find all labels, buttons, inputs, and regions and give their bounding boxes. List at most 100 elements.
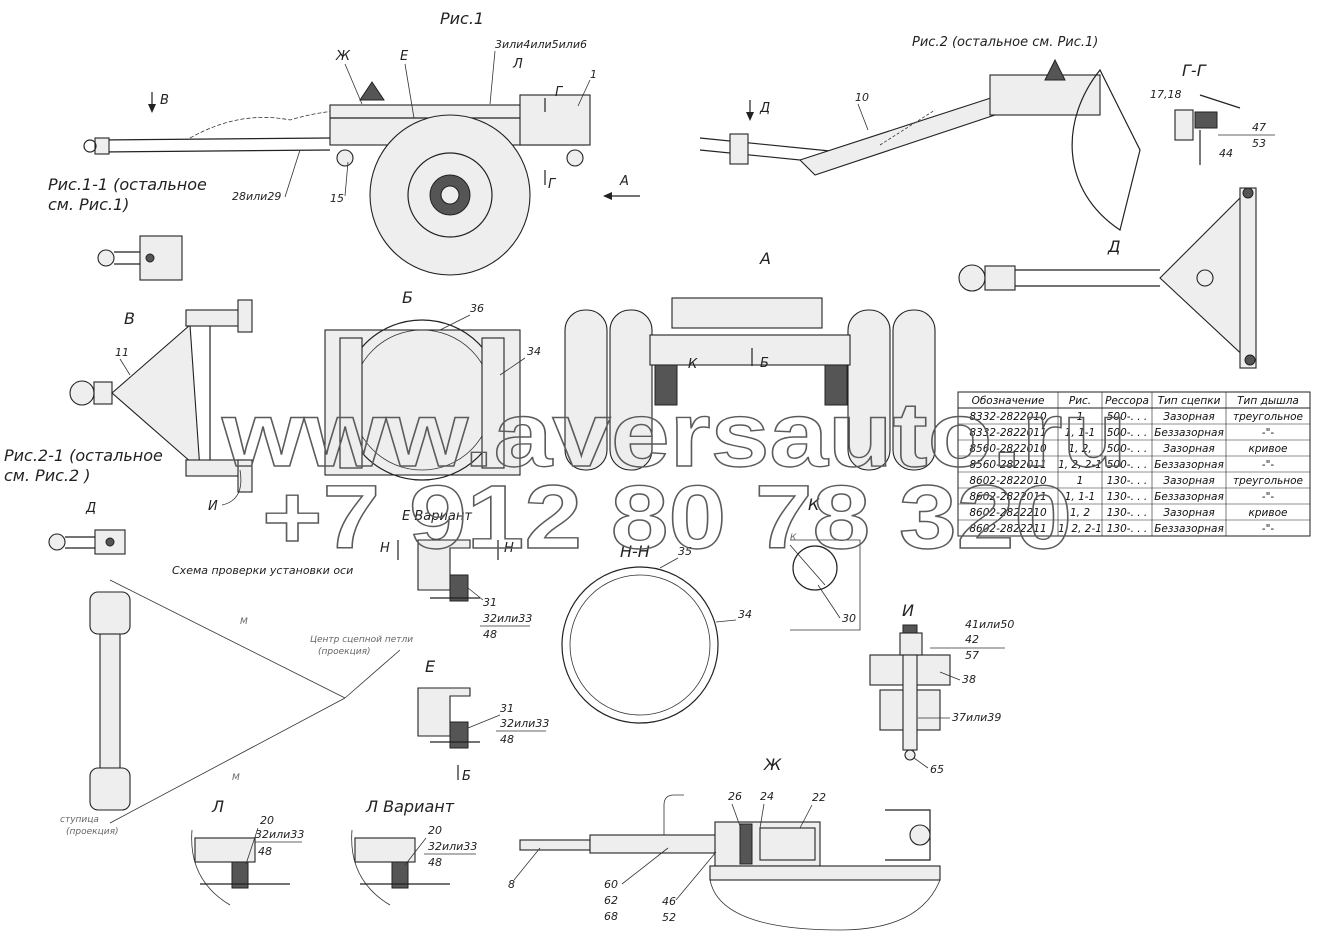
callout-30: 30 [842, 612, 856, 625]
callout-47: 47 [1252, 121, 1266, 134]
section-gg: Г-Г 17,18 47 53 44 [1150, 61, 1275, 165]
callout-22: 22 [812, 791, 826, 804]
marker-g-bot: Г [548, 177, 557, 192]
table-cell: 1, 1-1 [1065, 491, 1096, 503]
table-cell: 1, 2 [1070, 507, 1090, 519]
view-d-right: Д [958, 187, 1257, 369]
table-cell: 1, 2, [1068, 443, 1091, 455]
table-cell: Беззазорная [1154, 459, 1224, 471]
table-cell: -"- [1262, 491, 1275, 503]
fig2-view: Рис.2 (остальное см. Рис.1) Д 10 [699, 35, 1141, 231]
view-v-title: В [124, 309, 135, 328]
callout-48b: 48 [500, 733, 514, 746]
scheme-center: Центр сцепной петли [310, 635, 413, 645]
scheme-m2: М [232, 773, 240, 783]
scheme-center-2: (проекция) [318, 647, 371, 657]
view-e-variant: Е Вариант Н Н 31 32или33 48 [380, 509, 532, 641]
callout-17-18: 17,18 [1150, 88, 1182, 101]
table-cell: 500-. . . [1107, 459, 1148, 471]
fig2-1-title-line1: Рис.2-1 (остальное [4, 446, 163, 465]
view-l-title: Л [211, 797, 224, 816]
fig1-side-view: Рис.1 Ж Е 3или4или5или6 Л 1 Г Г А [83, 9, 640, 276]
callout-31b: 31 [500, 702, 514, 715]
marker-d-top: Д [759, 101, 770, 116]
callout-35: 35 [678, 545, 692, 558]
marker-n2: Н [504, 541, 514, 556]
table-header-cell: Рис. [1069, 395, 1091, 407]
callout-zh: Ж [335, 49, 351, 64]
callout-68: 68 [604, 910, 618, 923]
table-cell: 8332-2822011 [969, 427, 1046, 439]
callout-62: 62 [604, 894, 618, 907]
marker-v: В [160, 93, 169, 108]
table-cell: 130-. . . [1107, 491, 1148, 503]
table-cell: 8332-2822010 [969, 411, 1047, 423]
callout-34b: 34 [738, 608, 752, 621]
fig2-title: Рис.2 (остальное см. Рис.1) [912, 35, 1098, 50]
callout-31a: 31 [483, 596, 497, 609]
table-cell: 8602-2822210 [969, 507, 1047, 519]
watermark-site: www.aversauto.ru [221, 384, 1127, 486]
section-nn-title: Н-Н [620, 542, 650, 561]
callout-1: 1 [590, 68, 597, 81]
table-cell: треугольное [1233, 475, 1303, 487]
table-cell: -"- [1262, 427, 1275, 439]
table-cell: 8602-2822010 [969, 475, 1047, 487]
watermark: www.aversauto.ru +7 912 80 78 320 [220, 383, 1128, 568]
callout-28-29: 28или29 [232, 190, 281, 203]
marker-a: А [619, 174, 629, 189]
table-cell: 1 [1077, 475, 1084, 487]
callout-3233b: 32или33 [500, 717, 549, 730]
callout-e: Е [400, 49, 409, 64]
callout-48d: 48 [428, 856, 442, 869]
callout-20a: 20 [260, 814, 274, 827]
view-e-title: Е [425, 657, 436, 676]
view-k-title: К [808, 495, 820, 514]
marker-k: К [688, 357, 698, 372]
table-cell: 130-. . . [1107, 475, 1148, 487]
callout-3233a: 32или33 [483, 612, 532, 625]
callout-53: 53 [1252, 137, 1266, 150]
table-cell: 1, 2, 2-1 [1058, 459, 1102, 471]
fig1-1-title-line1: Рис.1-1 (остальное [48, 175, 207, 194]
view-b-title: Б [402, 288, 413, 307]
callout-41-50: 41или50 [965, 618, 1014, 631]
view-k: К К 30 [789, 495, 861, 631]
view-l-variant: Л Вариант 20 32или33 48 [351, 797, 477, 906]
callout-l: Л [512, 57, 523, 72]
table-header-cell: Обозначение [972, 395, 1045, 407]
callout-8: 8 [508, 878, 515, 891]
fig1-1-title-line2: см. Рис.1) [48, 195, 129, 214]
view-b: Б 36 34 [324, 288, 541, 481]
view-zh: Ж 26 24 22 8 60 62 68 46 52 [508, 755, 941, 931]
scheme-hub-2: (проекция) [66, 827, 119, 837]
table-cell: 1 [1077, 411, 1084, 423]
callout-46: 46 [662, 895, 676, 908]
marker-b: Б [760, 356, 769, 371]
fig1-title: Рис.1 [440, 9, 484, 28]
callout-3233d: 32или33 [428, 840, 477, 853]
section-gg-title: Г-Г [1182, 61, 1207, 80]
callout-3456: 3или4или5или6 [495, 38, 587, 51]
table-cell: треугольное [1233, 411, 1303, 423]
view-zh-title: Ж [763, 755, 782, 774]
table-cell: -"- [1262, 459, 1275, 471]
marker-b2: Б [462, 769, 471, 784]
callout-44: 44 [1219, 147, 1233, 160]
callout-3233c: 32или33 [255, 828, 304, 841]
view-d-right-title: Д [1107, 237, 1121, 256]
table-cell: Беззазорная [1154, 427, 1224, 439]
callout-36: 36 [470, 302, 484, 315]
callout-34a: 34 [527, 345, 541, 358]
table-cell: Зазорная [1163, 443, 1214, 455]
view-e: Е 31 32или33 48 Б [417, 657, 549, 784]
table-cell: 1, 1-1 [1065, 427, 1096, 439]
view-l-variant-title: Л Вариант [365, 797, 455, 816]
view-a: А К Б [564, 249, 936, 471]
table-cell: 500-. . . [1107, 411, 1148, 423]
callout-20b: 20 [428, 824, 442, 837]
marker-i: И [208, 499, 218, 514]
marker-n1: Н [380, 541, 390, 556]
fig2-1-title-line2: см. Рис.2 ) [4, 466, 90, 485]
